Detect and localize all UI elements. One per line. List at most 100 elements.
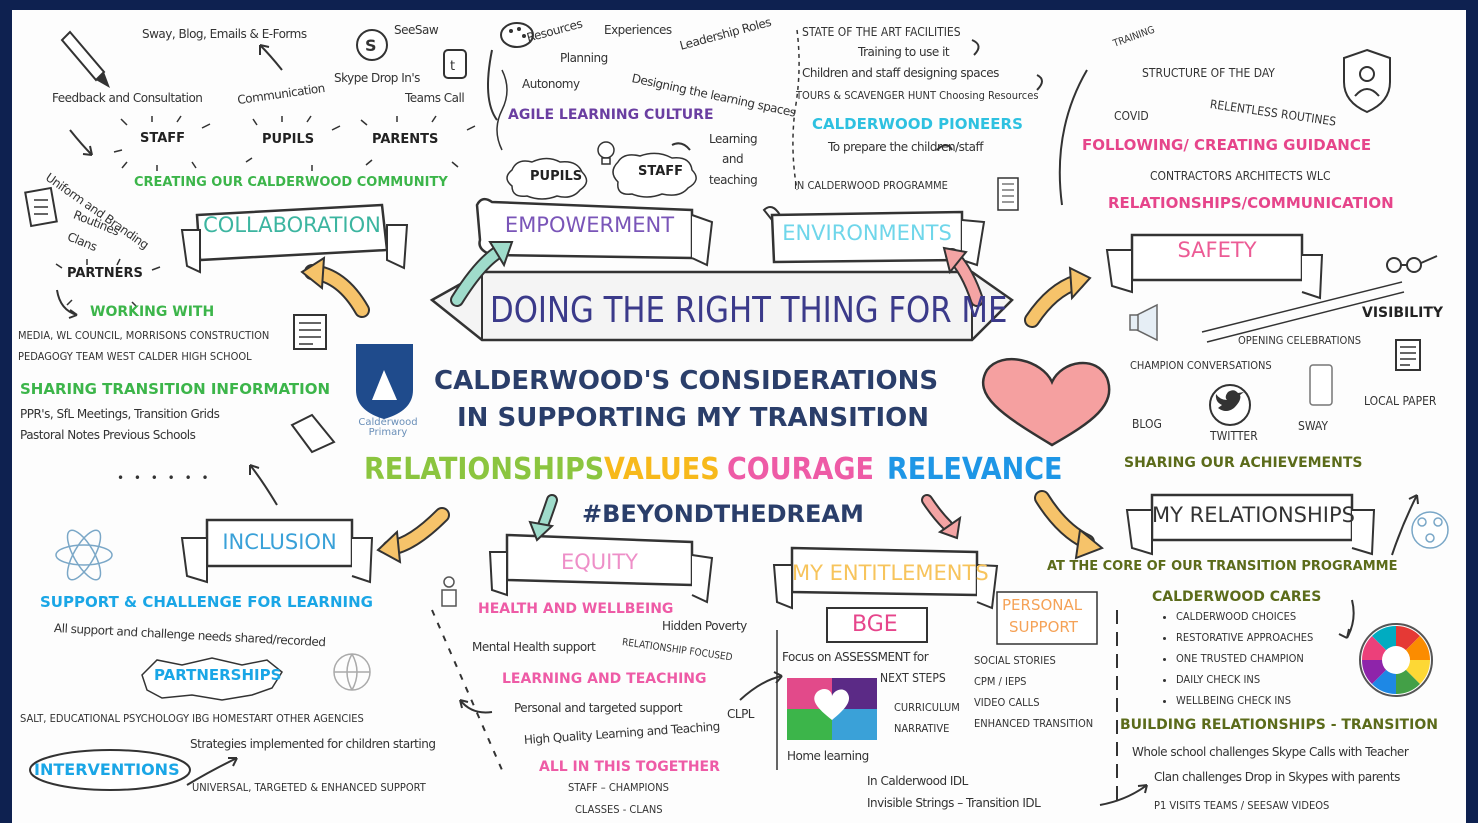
banner-label-empowerment: EMPOWERMENT [504,213,675,237]
equity-mental: Mental Health support [472,640,596,654]
incl-agencies: SALT, EDUCATIONAL PSYCHOLOGY IBG HOMESTA… [20,712,364,725]
skype-icon: S [356,29,388,61]
ent-personal-1: PERSONAL [1002,596,1083,614]
safety-covid: COVID [1114,109,1149,123]
divider-curl [496,69,508,151]
sparkle-marks [55,115,476,308]
arrow-to-relationships [1034,490,1104,560]
seesaw-icon: t [443,49,467,79]
banner-equity [488,533,714,604]
rel-bullets: CALDERWOOD CHOICES RESTORATIVE APPROACHE… [1160,606,1313,711]
book-icon [24,186,58,228]
newspaper-icon [1395,339,1421,371]
banner-label-safety: SAFETY [1177,238,1257,262]
value-relationships: RELATIONSHIPS [364,452,605,487]
incl-universal: UNIVERSAL, TARGETED & ENHANCED SUPPORT [192,781,426,794]
ent-personal-2: SUPPORT [1009,618,1078,636]
collab-pprs: PPR's, SfL Meetings, Transition Grids [20,407,220,421]
svg-text:t: t [450,59,455,74]
emp-pupils: PUPILS [530,169,583,184]
safety-opening: OPENING CELEBRATIONS [1238,334,1362,347]
incl-strategies: Strategies implemented for children star… [190,737,436,751]
banner-inclusion [180,518,374,584]
divider-dashed [792,29,800,191]
incl-interventions: INTERVENTIONS [34,760,180,779]
arrow-to-safety [1024,266,1092,328]
atom-icon [55,529,113,581]
divider-lines [1201,281,1405,343]
collab-seesaw: SeeSaw [394,23,439,37]
env-pioneers: CALDERWOOD PIONEERS [812,115,1023,133]
center-title: DOING THE RIGHT THING FOR ME [490,290,1008,331]
twitter-icon [1209,384,1251,426]
svg-text:S: S [365,36,377,55]
document-icon [290,314,336,454]
megaphone-icon [1129,303,1158,342]
collab-community: CREATING OUR CALDERWOOD COMMUNITY [134,175,448,190]
safety-local: LOCAL PAPER [1364,394,1437,408]
arrow-to-entitlements [921,494,962,540]
banner-label-environments: ENVIRONMENTS [782,221,952,245]
equity-health: HEALTH AND WELLBEING [478,601,674,617]
partnerships-burst [141,657,283,701]
rel-bullet: ONE TRUSTED CHAMPION [1176,648,1313,669]
arrow-to-inclusion [376,507,450,564]
crest-icon [356,344,413,420]
banner-label-entitlements: MY ENTITLEMENTS [792,561,989,585]
ent-focus: Focus on ASSESSMENT for [782,650,929,664]
equity-personal: Personal and targeted support [514,701,683,715]
ent-idl1: In Calderwood IDL [867,774,968,788]
collab-partners: PARTNERS [67,266,143,281]
sketchnote-board: S t [12,10,1466,823]
emp-teaching: teaching [709,173,758,187]
safety-champion: CHAMPION CONVERSATIONS [1130,359,1272,372]
safety-structure: STRUCTURE OF THE DAY [1142,66,1275,80]
rel-bullet: DAILY CHECK INS [1176,669,1313,690]
banner-label-collaboration: COLLABORATION [203,213,381,237]
collab-dots: • • • • • • [117,471,212,485]
glasses-icon [1386,255,1438,273]
collab-pastoral: Pastoral Notes Previous Schools [20,428,196,442]
pupils-cloud [506,157,588,200]
ent-home: Home learning [787,749,869,763]
incl-partnerships: PARTNERSHIPS [154,666,282,684]
bge-box [826,607,928,643]
emp-autonomy: Autonomy [522,77,580,91]
safety-twitter: TWITTER [1210,429,1258,443]
banner-empowerment [475,197,714,267]
emp-agile: AGILE LEARNING CULTURE [508,107,714,123]
center-subtitle-2: IN SUPPORTING MY TRANSITION [457,403,930,433]
equity-classes-clans: CLASSES - CLANS [575,803,663,816]
network-icon [1411,511,1449,549]
env-state: STATE OF THE ART FACILITIES [802,25,961,39]
collab-staff: STAFF [140,131,186,146]
env-programme: IN CALDERWOOD PROGRAMME [794,179,948,192]
rel-clan: Clan challenges Drop in Skypes with pare… [1154,770,1400,784]
banner-relationships [1125,493,1376,556]
hashtag: #BEYONDTHEDREAM [582,500,864,528]
arrow-to-collaboration [300,256,370,318]
crest-caption: Calderwood Primary [358,417,418,438]
interventions-ellipse [29,749,191,791]
globe-icon [333,653,371,691]
ent-bge: BGE [852,612,898,637]
safety-sway: SWAY [1298,419,1328,433]
emp-experiences: Experiences [604,23,672,37]
collab-pedagogy: PEDAGOGY TEAM WEST CALDER HIGH SCHOOL [18,350,252,363]
incl-support: SUPPORT & CHALLENGE FOR LEARNING [40,593,373,611]
value-courage: COURAGE [727,452,874,487]
building-icon [997,177,1019,211]
curriculum-thumbnail [787,678,877,740]
arrow-to-environments [942,246,984,307]
rel-bullet: RESTORATIVE APPROACHES [1176,627,1313,648]
banner-label-equity: EQUITY [560,550,639,574]
equity-hidden: Hidden Poverty [662,619,747,633]
ent-video: VIDEO CALLS [974,696,1040,709]
emp-and: and [722,152,744,166]
safety-sharing: SHARING OUR ACHIEVEMENTS [1124,455,1363,471]
divider-dashed-2 [431,609,503,771]
ent-enhanced: ENHANCED TRANSITION [974,717,1094,730]
heart-icon [981,357,1111,447]
collab-skype: Skype Drop In's [334,71,420,85]
rel-bullet: WELLBEING CHECK INS [1176,690,1313,711]
